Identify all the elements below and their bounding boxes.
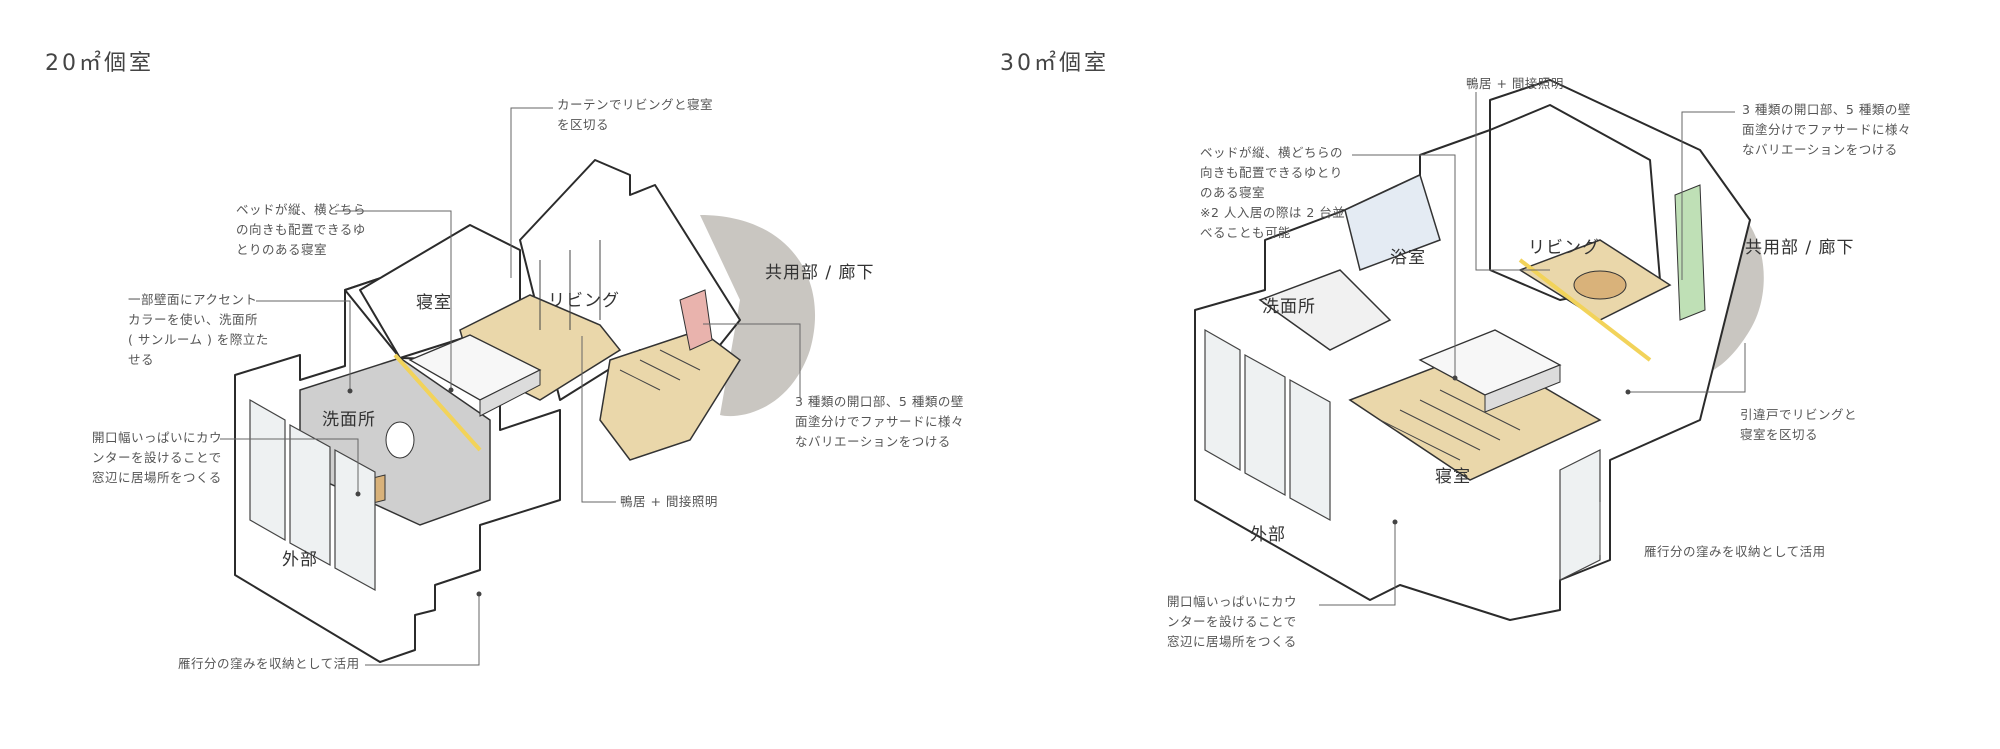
left-room-corridor: 共用部 / 廊下 [765, 263, 875, 283]
right-note-lintel: 鴨居 + 間接照明 [1466, 76, 1564, 91]
left-plan-title: 20㎡個室 [45, 51, 154, 76]
left-leader-lines [220, 107, 801, 666]
left-bed-side [479, 369, 541, 417]
right-room-bath: 浴室 [1390, 248, 1426, 268]
right-table [1573, 270, 1627, 300]
right-window-2 [1244, 353, 1286, 497]
left-note-lintel: 鴨居 + 間接照明 [620, 494, 718, 509]
left-room-bedroom: 寝室 [416, 293, 452, 313]
right-note-counter: 開口幅いっぱいにカウ ンターを設けることで 窓辺に居場所をつくる [1167, 594, 1298, 649]
left-note-curtain: カーテンでリビングと寝室 を区切る [557, 97, 714, 132]
left-room-living: リビング [548, 291, 620, 311]
left-window-1 [249, 398, 286, 542]
right-room-exterior: 外部 [1250, 525, 1286, 545]
left-note-bed: ベッドが縦、横どちら の向きも配置できるゆ とりのある寝室 [236, 202, 367, 257]
left-window-3 [334, 448, 376, 592]
right-room-corridor: 共用部 / 廊下 [1745, 238, 1855, 258]
right-axonometric-plan [1194, 79, 1764, 621]
left-note-accent: 一部壁面にアクセント カラーを使い、洗面所 ( サンルーム ) を際立た せる [128, 292, 269, 367]
left-note-facade: 3 種類の開口部、5 種類の壁 面塗分けでファサードに様々 なバリエーションをつ… [795, 394, 965, 449]
right-note-bed: ベッドが縦、横どちらの 向きも配置できるゆとり のある寝室 ※2 人入居の際は … [1200, 145, 1346, 240]
right-room-living: リビング [1528, 238, 1600, 258]
right-accent-wall [1674, 184, 1706, 321]
left-window-2 [289, 423, 331, 567]
left-room-exterior: 外部 [282, 550, 318, 570]
right-window-3 [1289, 378, 1331, 522]
right-washroom-floor [1258, 269, 1392, 351]
left-note-counter: 開口幅いっぱいにカウ ンターを設けることで 窓辺に居場所をつくる [92, 430, 223, 485]
right-bed-side [1484, 364, 1561, 413]
right-note-sliding: 引違戸でリビングと 寝室を区切る [1740, 407, 1858, 442]
right-note-storage: 雁行分の窪みを収納として活用 [1644, 544, 1826, 559]
left-room-washroom: 洗面所 [322, 410, 376, 430]
right-note-facade: 3 種類の開口部、5 種類の壁 面塗分けでファサードに様々 なバリエーションをつ… [1742, 102, 1912, 157]
left-accent-wall [679, 289, 713, 351]
right-lintel-line [1518, 258, 1652, 362]
right-leader-lines [1319, 92, 1746, 606]
left-lintel-line [393, 353, 482, 452]
right-window-1 [1204, 328, 1241, 472]
right-plan-title: 30㎡個室 [1000, 51, 1109, 76]
right-window-4 [1559, 449, 1601, 581]
left-toilet [385, 421, 415, 459]
left-note-storage: 雁行分の窪みを収納として活用 [178, 656, 360, 671]
right-bath-wall [1344, 173, 1441, 271]
right-room-washroom: 洗面所 [1262, 297, 1316, 317]
right-room-bedroom: 寝室 [1435, 467, 1471, 487]
left-axonometric-plan [234, 159, 816, 663]
